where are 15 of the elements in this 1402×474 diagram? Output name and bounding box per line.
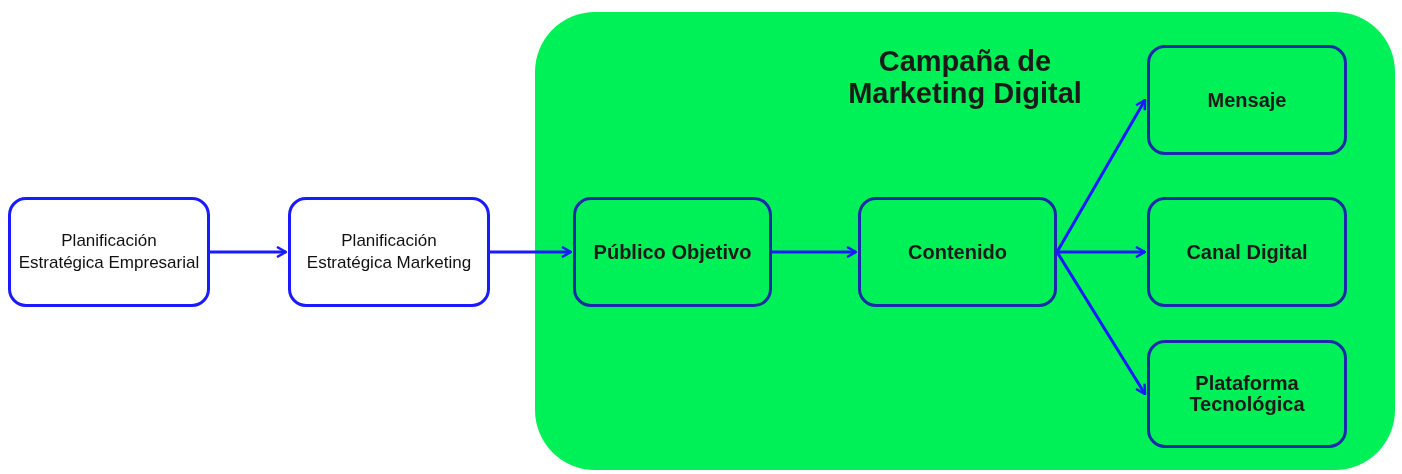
process-box: Mensaje xyxy=(1147,45,1347,155)
arrow xyxy=(1055,251,1147,396)
process-box: Público Objetivo xyxy=(573,197,772,307)
process-box: Contenido xyxy=(858,197,1057,307)
process-box: Canal Digital xyxy=(1147,197,1347,307)
process-box: Plataforma Tecnológica xyxy=(1147,340,1347,448)
arrow xyxy=(210,245,288,259)
panel-title: Campaña de Marketing Digital xyxy=(847,46,1083,110)
process-box: Planificación Estratégica Marketing xyxy=(288,197,490,307)
arrow xyxy=(490,245,573,259)
process-box: Planificación Estratégica Empresarial xyxy=(8,197,210,307)
arrow xyxy=(772,245,858,259)
arrow xyxy=(1055,98,1147,253)
arrow xyxy=(1057,245,1147,259)
campaign-panel xyxy=(535,12,1395,470)
